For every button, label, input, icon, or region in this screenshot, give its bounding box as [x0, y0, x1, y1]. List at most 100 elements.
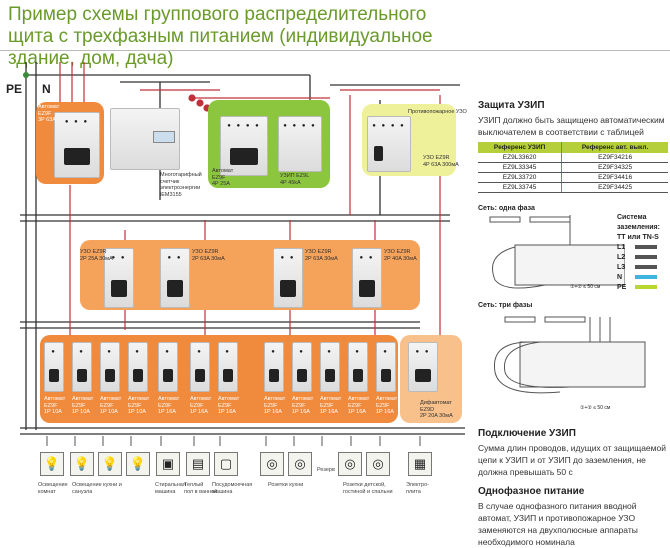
- legend-key: PE: [617, 284, 627, 291]
- cell: EZ9F34325: [561, 162, 668, 173]
- n-label: N: [42, 82, 51, 96]
- load-label: Стиральная машина: [155, 482, 186, 495]
- legend-key: L2: [617, 254, 626, 261]
- page-title: Пример схемы группового распределительно…: [8, 4, 433, 69]
- circuit-breaker-label: Автомат EZ9F 1P 16A: [158, 396, 180, 415]
- load-label: Розетки детской, гостиной и спальни: [343, 482, 393, 495]
- one-phase-title: Сеть: одна фаза: [478, 205, 535, 212]
- table-header: Референс авт. выкл.: [561, 142, 668, 153]
- rcd-3-label: УЗО EZ9R 2P 63A 30мА: [305, 249, 338, 262]
- diff-breaker[interactable]: ● ●: [408, 342, 438, 392]
- three-phase-diagram: [493, 316, 646, 394]
- three-phase-note: ①+② ≤ 50 см: [580, 405, 611, 411]
- rcd-2-label: УЗО EZ9R 2P 63A 30мА: [192, 249, 225, 262]
- circuit-breaker-label: Автомат EZ9F 1P 10A: [44, 396, 66, 415]
- load-label: Резерв: [317, 467, 335, 473]
- table-header: Референс УЗИП: [478, 142, 562, 153]
- one-phase-note: ①+② ≤ 50 см: [570, 284, 601, 290]
- cell: EZ9F34416: [561, 172, 668, 183]
- socket-icon: ◎: [338, 452, 362, 476]
- fire-rcd[interactable]: ● ● ● ●: [367, 116, 411, 172]
- circuit-breaker[interactable]: ●: [128, 342, 148, 392]
- meter-display: [153, 131, 175, 143]
- legend-swatch: [635, 285, 657, 290]
- bulb-icon: 💡: [98, 452, 122, 476]
- load-label: Посудомоечная машина: [212, 482, 253, 495]
- circuit-breaker[interactable]: ●: [190, 342, 210, 392]
- rcd-4[interactable]: ● ●: [352, 248, 382, 308]
- cell: EZ9L33720: [478, 172, 562, 183]
- spd-breaker[interactable]: ● ● ● ●: [220, 116, 268, 176]
- load-label: Теплый пол в ванной: [184, 482, 218, 495]
- circuit-breaker-label: Автомат EZ9F 1P 10A: [128, 396, 150, 415]
- load-label: Розетки кухни: [268, 482, 304, 488]
- circuit-breaker[interactable]: ●: [218, 342, 238, 392]
- circuit-breaker[interactable]: ●: [376, 342, 396, 392]
- bulb-icon: 💡: [40, 452, 64, 476]
- dishwasher-icon: ▢: [214, 452, 238, 476]
- floor-icon: ▤: [186, 452, 210, 476]
- cell: EZ9F34216: [561, 153, 668, 163]
- load-label: Электро- плита: [406, 482, 429, 495]
- circuit-breaker-label: Автомат EZ9F 1P 10A: [100, 396, 122, 415]
- pe-label: PE: [6, 82, 23, 96]
- single-text: В случае однофазного питания вводной авт…: [478, 501, 638, 547]
- circuit-breaker[interactable]: ●: [320, 342, 340, 392]
- legend-key: N: [617, 274, 623, 281]
- energy-meter: [110, 108, 180, 170]
- surge-title: Защита УЗИП: [478, 100, 545, 111]
- circuit-breaker[interactable]: ●: [264, 342, 284, 392]
- cell: EZ9L33620: [478, 153, 562, 163]
- socket-icon: ◎: [366, 452, 390, 476]
- circuit-breaker[interactable]: ●: [292, 342, 312, 392]
- rcd-1-label: УЗО EZ9R 2P 25A 30мА: [80, 249, 113, 262]
- circuit-breaker-label: Автомат EZ9F 1P 16A: [190, 396, 212, 415]
- fire-rcd-label: УЗО EZ9R 4P 63A 300мА: [423, 155, 459, 168]
- single-title: Однофазное питание: [478, 486, 585, 497]
- main-breaker-label: Автомат EZ9F 3P 63A: [38, 104, 60, 123]
- one-phase-diagram: [489, 215, 625, 289]
- circuit-breaker-label: Автомат EZ9F 1P 16A: [264, 396, 286, 415]
- socket-icon: ◎: [260, 452, 284, 476]
- energy-meter-label: Многотарифный счетчик электроэнергии iEM…: [160, 172, 202, 198]
- legend-swatch: [635, 255, 657, 260]
- circuit-breaker[interactable]: ●: [100, 342, 120, 392]
- cell: EZ9L33745: [478, 182, 562, 193]
- legend-key: L3: [617, 264, 626, 271]
- bulb-icon: 💡: [70, 452, 94, 476]
- load-label: Освещение кухни и санузла: [72, 482, 122, 495]
- circuit-breaker-label: Автомат EZ9F 1P 16A: [376, 396, 398, 415]
- load-arrows: [46, 436, 421, 446]
- circuit-breaker-label: Автомат EZ9F 1P 10A: [72, 396, 94, 415]
- rcd-4-label: УЗО EZ9R 2P 40A 30мА: [384, 249, 417, 262]
- rcd-3[interactable]: ● ●: [273, 248, 303, 308]
- rcd-2[interactable]: ● ●: [160, 248, 190, 308]
- fire-rcd-title: Противопожарное УЗО: [408, 109, 467, 115]
- circuit-breaker[interactable]: ●: [44, 342, 64, 392]
- circuit-breaker-label: Автомат EZ9F 1P 16A: [218, 396, 240, 415]
- diff-breaker-label: Дифавтомат EZ9D 2P 20A 30мА: [420, 400, 453, 419]
- rcd-1[interactable]: ● ●: [104, 248, 134, 308]
- circuit-breaker-label: Автомат EZ9F 1P 16A: [292, 396, 314, 415]
- surge-protector: ● ● ● ●: [278, 116, 322, 172]
- legend-swatch: [635, 275, 657, 280]
- legend-item: L3: [617, 263, 657, 273]
- circuit-breaker[interactable]: ●: [158, 342, 178, 392]
- legend-item: PE: [617, 283, 657, 293]
- spd-breaker-label: Автомат EZ9F 4P 25A: [212, 168, 234, 187]
- grounding-title: Система заземления: TT или TN-S: [617, 214, 660, 241]
- main-breaker[interactable]: ● ● ●: [54, 112, 100, 178]
- legend-swatch: [635, 245, 657, 250]
- circuit-breaker[interactable]: ●: [72, 342, 92, 392]
- legend-key: L1: [617, 244, 626, 251]
- cell: EZ9L33345: [478, 162, 562, 173]
- circuit-breaker[interactable]: ●: [348, 342, 368, 392]
- legend-item: L2: [617, 253, 657, 263]
- legend-item: N: [617, 273, 657, 283]
- circuit-breaker-label: Автомат EZ9F 1P 16A: [348, 396, 370, 415]
